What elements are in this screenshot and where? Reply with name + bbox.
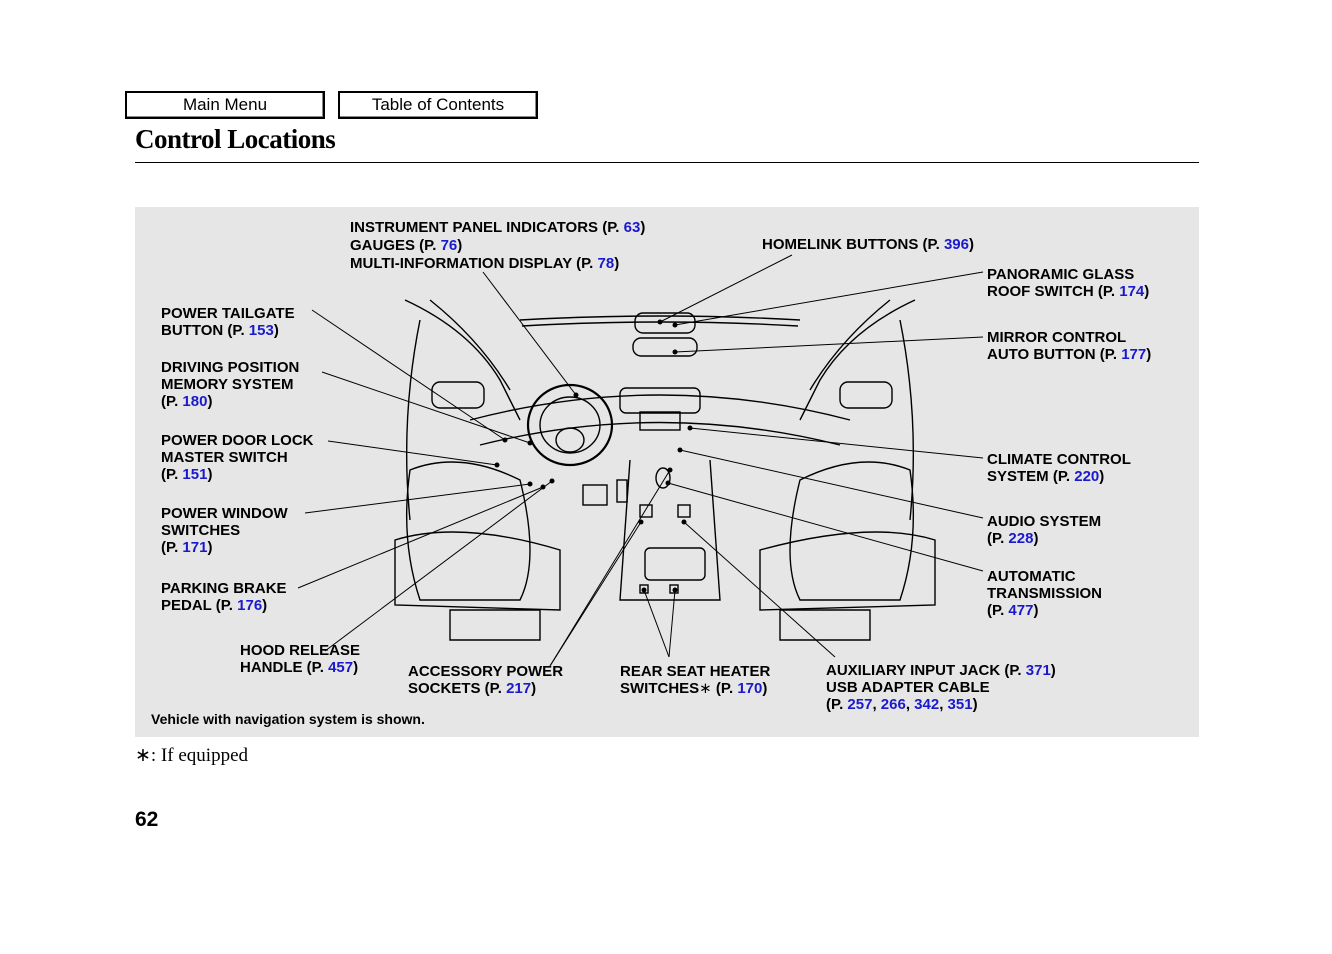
page-link-266[interactable]: 266 [880, 696, 906, 713]
title-divider [135, 162, 1199, 163]
label-power-tailgate: POWER TAILGATE BUTTON (P. 153) [161, 305, 295, 339]
label-panoramic-roof: PANORAMIC GLASS ROOF SWITCH (P. 174) [987, 266, 1150, 300]
label-accessory-power-sockets: ACCESSORY POWER SOCKETS (P. 217) [408, 663, 564, 697]
main-menu-button[interactable]: Main Menu [125, 91, 325, 119]
page-link-171[interactable]: 171 [182, 539, 208, 556]
label-parking-brake: PARKING BRAKE PEDAL (P. 176) [161, 580, 287, 614]
label-auxiliary-input-usb: AUXILIARY INPUT JACK (P. 371) USB ADAPTE… [826, 662, 1056, 713]
label-power-door-lock: POWER DOOR LOCK MASTER SWITCH (P. 151) [161, 432, 314, 483]
page-link-76[interactable]: 76 [440, 237, 458, 254]
page-link-351[interactable]: 351 [947, 696, 973, 713]
page-title: Control Locations [135, 124, 336, 154]
page-link-257[interactable]: 257 [847, 696, 873, 713]
page-link-342[interactable]: 342 [914, 696, 940, 713]
page-link-180[interactable]: 180 [182, 393, 208, 410]
table-of-contents-button[interactable]: Table of Contents [338, 91, 538, 119]
page-link-174[interactable]: 174 [1119, 283, 1145, 300]
label-homelink: HOMELINK BUTTONS (P. 396) [762, 236, 974, 253]
page-link-170[interactable]: 170 [737, 680, 763, 697]
page-number: 62 [135, 808, 159, 831]
page-link-153[interactable]: 153 [248, 322, 274, 339]
page-link-78[interactable]: 78 [597, 255, 615, 272]
page-link-151[interactable]: 151 [182, 466, 208, 483]
page-link-371[interactable]: 371 [1025, 662, 1051, 679]
label-hood-release: HOOD RELEASE HANDLE (P. 457) [240, 642, 361, 676]
diagram-panel [135, 207, 1199, 737]
page-link-457[interactable]: 457 [328, 659, 354, 676]
label-rear-seat-heater: REAR SEAT HEATER SWITCHES∗ (P. 170) [620, 663, 771, 697]
page-link-63[interactable]: 63 [623, 219, 641, 236]
label-instrument-panel: INSTRUMENT PANEL INDICATORS (P. 63) GAUG… [350, 219, 646, 272]
label-power-window: POWER WINDOW SWITCHES (P. 171) [161, 505, 288, 556]
label-audio-system: AUDIO SYSTEM (P. 228) [987, 513, 1102, 547]
page-link-217[interactable]: 217 [506, 680, 532, 697]
page-link-228[interactable]: 228 [1008, 530, 1034, 547]
label-climate-control: CLIMATE CONTROL SYSTEM (P. 220) [987, 451, 1131, 485]
page-link-220[interactable]: 220 [1074, 468, 1100, 485]
page-link-396[interactable]: 396 [943, 236, 969, 253]
page-link-176[interactable]: 176 [237, 597, 263, 614]
label-driving-position-memory: DRIVING POSITION MEMORY SYSTEM (P. 180) [161, 359, 300, 410]
diagram-note: Vehicle with navigation system is shown. [151, 711, 425, 727]
label-mirror-control: MIRROR CONTROL AUTO BUTTON (P. 177) [987, 329, 1152, 363]
page-link-177[interactable]: 177 [1121, 346, 1147, 363]
page-link-477[interactable]: 477 [1008, 602, 1034, 619]
label-automatic-transmission: AUTOMATIC TRANSMISSION (P. 477) [987, 568, 1103, 619]
footnote: ∗: If equipped [135, 745, 248, 766]
